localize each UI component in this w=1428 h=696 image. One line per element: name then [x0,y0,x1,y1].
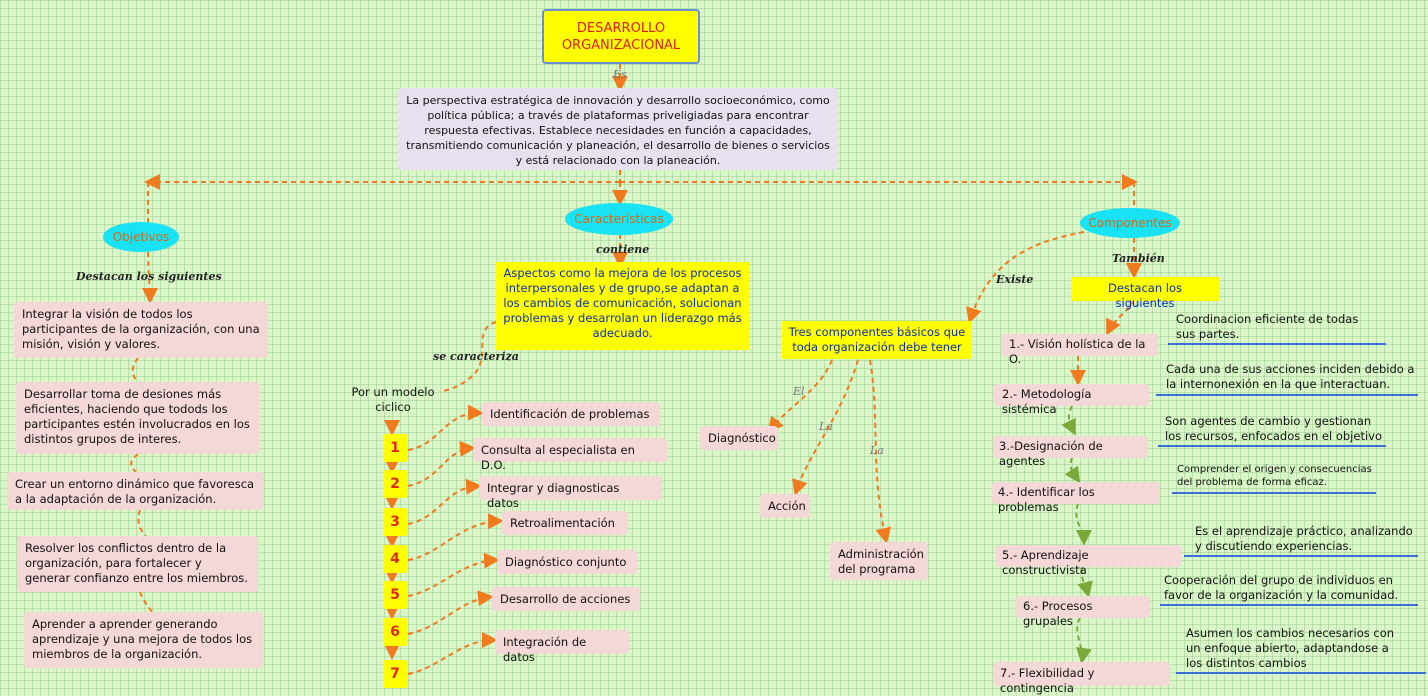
destacan-highlight[interactable]: Destacan los siguientes [1071,277,1219,310]
link-label-se-caracteriza: se caracteriza [433,350,519,363]
list-item-4[interactable]: 4.- Identificar los problemas [992,482,1160,514]
caracteristicas-node[interactable]: Características [565,203,673,235]
list-item-2[interactable]: 2.- Metodología sistémica [994,384,1149,416]
step-box-1[interactable]: Identificación de problemas [482,402,660,426]
note-4: Comprender el origen y consecuencias del… [1177,464,1372,488]
step-box-5[interactable]: Diagnóstico conjunto [497,550,637,574]
three-components-box[interactable]: Tres componentes básicos que toda organi… [782,321,972,359]
link-label-la-2: La [870,444,884,457]
step-box-7[interactable]: Integración de datos [495,630,629,664]
note-underline-7 [1176,672,1426,674]
list-item-3[interactable]: 3.-Designación de agentes [993,436,1148,468]
component-diagnostico[interactable]: Diagnóstico [700,426,778,450]
list-item-1[interactable]: 1.- Visión holística de la O. [1001,334,1158,366]
link-label-es: Es [613,68,627,81]
step-number-4: 4 [383,545,407,573]
objetivo-item-1[interactable]: Integrar la visión de todos los particip… [14,302,268,358]
link-label-tambien: También [1112,252,1165,265]
step-box-2[interactable]: Consulta al especialista en D.O. [473,438,667,472]
component-accion[interactable]: Acción [760,494,810,518]
list-item-7[interactable]: 7.- Flexibilidad y contingencia [994,662,1170,695]
caracteristicas-description[interactable]: Aspectos como la mejora de los procesos … [496,262,749,350]
note-7: Asumen los cambios necesarios con un enf… [1186,626,1395,670]
link-label-contiene: contiene [596,243,650,256]
objetivo-item-2[interactable]: Desarrollar toma de desiones más eficien… [16,382,259,454]
note-underline-1 [1168,343,1386,345]
step-number-6: 6 [383,618,407,646]
link-label-el: El [793,385,805,398]
step-number-7: 7 [383,660,407,688]
note-6: Cooperación del grupo de individuos en f… [1164,573,1399,602]
note-underline-4 [1172,492,1376,494]
step-number-1: 1 [383,434,407,462]
objetivo-item-3[interactable]: Crear un entorno dinámico que favoresca … [7,472,264,510]
link-label-existe: Existe [996,273,1034,286]
main-title[interactable]: DESARROLLO ORGANIZACIONAL [542,9,700,64]
step-box-3[interactable]: Integrar y diagnosticas datos [479,476,662,510]
step-number-2: 2 [383,470,407,498]
cyclic-model-label: Por un modelo ciclico [351,385,435,414]
link-label-la-1: La [819,420,833,433]
definition-box[interactable]: La perspectiva estratégica de innovación… [398,88,838,170]
note-underline-6 [1160,604,1418,606]
list-item-5[interactable]: 5.- Aprendizaje constructivista [996,545,1181,577]
component-administracion[interactable]: Administración del programa [830,542,928,580]
componentes-node[interactable]: Componentes [1080,208,1180,238]
list-item-6[interactable]: 6.- Procesos grupales [1015,596,1150,628]
note-5: Es el aprendizaje práctico, analizando y… [1195,524,1413,553]
note-1: Coordinacion eficiente de todas sus part… [1176,312,1359,341]
step-box-4[interactable]: Retroalimentación [502,511,628,535]
link-objetivos-list [141,251,158,304]
step-number-3: 3 [383,508,407,536]
step-box-6[interactable]: Desarrollo de acciones [492,587,640,611]
objetivo-item-4[interactable]: Resolver los conflictos dentro de la org… [17,536,258,592]
step-number-5: 5 [383,581,407,609]
note-2: Cada una de sus acciones inciden debido … [1166,362,1415,391]
link-description-model [439,321,497,393]
objetivo-item-5[interactable]: Aprender a aprender generando aprendizaj… [24,612,263,668]
note-underline-3 [1158,445,1386,447]
note-underline-5 [1184,555,1418,557]
note-3: Son agentes de cambio y gestionan los re… [1165,414,1382,443]
note-underline-2 [1156,394,1418,396]
objetivos-node[interactable]: Objetivos [103,222,179,252]
link-label-destacan: Destacan los siguientes [76,270,222,283]
